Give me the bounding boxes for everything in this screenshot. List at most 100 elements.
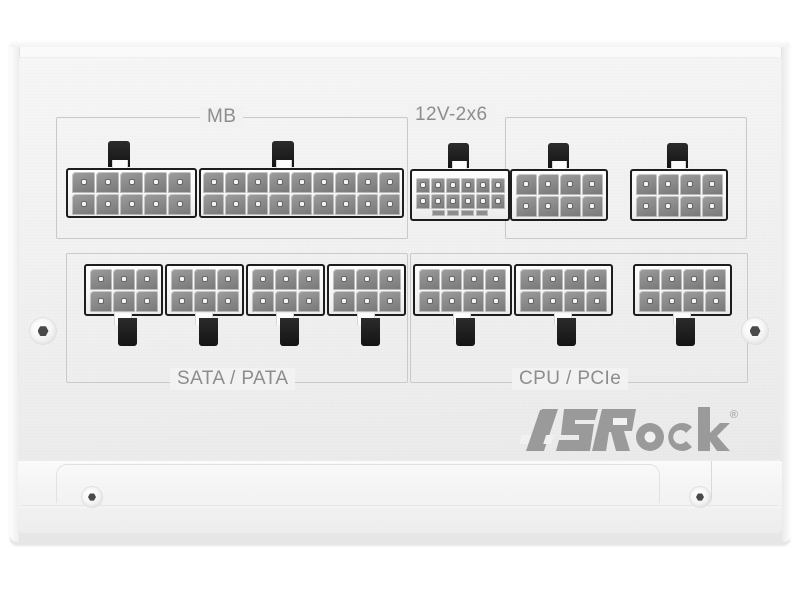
pin [559, 173, 581, 195]
latch-cpu-pcie-port-2 [557, 318, 576, 346]
pin [463, 290, 484, 312]
pin [251, 290, 274, 312]
pin [120, 171, 143, 193]
pin [72, 171, 95, 193]
pin [135, 290, 158, 312]
screw-bottom-left [82, 487, 102, 507]
pin-grid-cpu-pcie-port-3 [639, 268, 726, 312]
pin [247, 193, 268, 215]
pin [378, 290, 401, 312]
pin [430, 177, 445, 193]
connector-cpu-pcie-port-2[interactable] [514, 264, 613, 316]
connector-12vhpwr[interactable] [410, 169, 510, 221]
hex-socket-icon [37, 325, 49, 337]
pin [274, 290, 297, 312]
pin [291, 171, 312, 193]
pin [225, 171, 246, 193]
pin [72, 193, 95, 215]
pin [335, 171, 356, 193]
pin [216, 268, 239, 290]
sense-pin [475, 209, 488, 216]
pin [170, 268, 193, 290]
pin-grid-mb-extension [203, 171, 400, 215]
pin [355, 268, 378, 290]
pin [144, 171, 167, 193]
screw-left-middle [30, 318, 56, 344]
hex-socket-icon [749, 325, 761, 337]
pin [96, 193, 119, 215]
pin [419, 268, 440, 290]
pin [274, 268, 297, 290]
connector-sata-port-2[interactable] [165, 264, 244, 316]
pin [430, 193, 445, 209]
pin [559, 195, 581, 217]
pin [485, 290, 506, 312]
latch-sata-port-4 [361, 318, 380, 346]
pin [490, 193, 505, 209]
pin [291, 193, 312, 215]
connector-12v-8pin-a[interactable] [510, 169, 608, 221]
pin [332, 268, 355, 290]
latch-neck-12v-8pin-b [671, 161, 686, 172]
pin-grid-cpu-pcie-port-1 [419, 268, 506, 312]
pin [639, 268, 660, 290]
connector-mb-extension[interactable] [199, 168, 404, 218]
connector-sata-port-1[interactable] [84, 264, 163, 316]
connector-sata-port-4[interactable] [327, 264, 406, 316]
pin [332, 290, 355, 312]
pin [705, 290, 726, 312]
pin [135, 268, 158, 290]
connector-12v-8pin-b[interactable] [630, 169, 728, 221]
pin [441, 290, 462, 312]
connector-sata-port-3[interactable] [246, 264, 325, 316]
latch-sata-port-2 [199, 318, 218, 346]
pin [490, 177, 505, 193]
pin [564, 290, 585, 312]
psu-bottom-plate [18, 461, 782, 533]
pin [247, 171, 268, 193]
pin [586, 290, 607, 312]
latch-cpu-pcie-port-1 [456, 318, 475, 346]
pin-grid-sata-port-4 [332, 268, 401, 312]
pin [679, 195, 701, 217]
sense-pin [432, 209, 445, 216]
pin [515, 173, 537, 195]
pin [581, 173, 603, 195]
latch-sata-port-1 [118, 318, 137, 346]
pin [661, 268, 682, 290]
section-label-mb: MB [200, 106, 244, 128]
pin [225, 193, 246, 215]
pin [537, 173, 559, 195]
pin [269, 171, 290, 193]
pin [297, 268, 320, 290]
pin [112, 290, 135, 312]
hex-socket-icon [88, 493, 96, 501]
pin-grid-sata-port-3 [251, 268, 320, 312]
pin [112, 268, 135, 290]
pin [537, 195, 559, 217]
pin [120, 193, 143, 215]
hex-socket-icon [696, 493, 704, 501]
connector-cpu-pcie-port-1[interactable] [413, 264, 512, 316]
pin [705, 268, 726, 290]
pin [520, 290, 541, 312]
pin [193, 268, 216, 290]
pin [313, 193, 334, 215]
pin [445, 177, 460, 193]
pin [441, 268, 462, 290]
pin [475, 193, 490, 209]
pin [335, 193, 356, 215]
pin-grid-12vhpwr [415, 177, 505, 209]
section-label-cpu-pcie: CPU / PCIe [512, 368, 629, 390]
sense-pin-strip-12vhpwr [432, 209, 488, 216]
pin [415, 193, 430, 209]
pin [297, 290, 320, 312]
pin-grid-12v-8pin-a [515, 173, 603, 217]
connector-cpu-pcie-port-3[interactable] [633, 264, 732, 316]
pin [251, 268, 274, 290]
bottom-plate-inner-edge [56, 464, 660, 503]
pin [168, 193, 191, 215]
pin [701, 195, 723, 217]
connector-mb-20pin[interactable] [66, 168, 197, 218]
